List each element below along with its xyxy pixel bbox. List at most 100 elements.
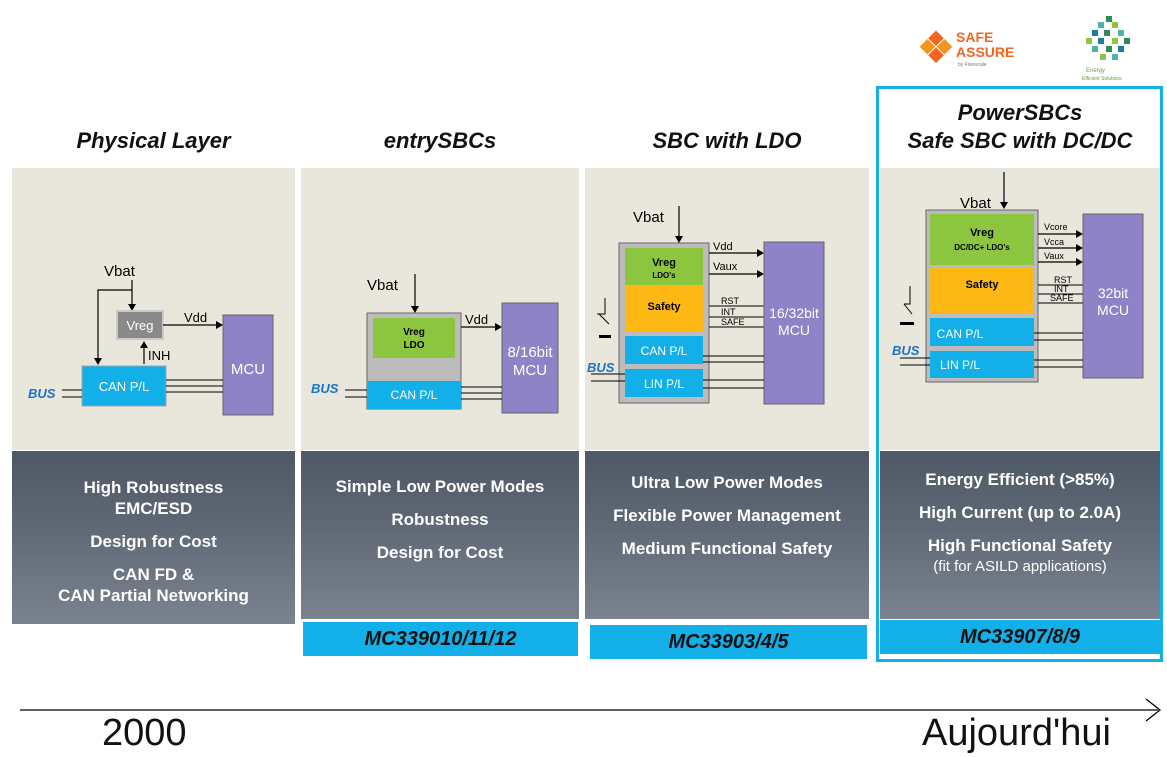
col3-int-label: INT xyxy=(721,307,736,317)
col1-title: Physical Layer xyxy=(76,128,231,153)
col3-safe-label: SAFE xyxy=(721,317,745,327)
col2-features: Simple Low Power Modes Robustness Design… xyxy=(301,451,579,619)
col1-vreg-label: Vreg xyxy=(127,318,154,333)
timeline-end-label: Aujourd'hui xyxy=(922,712,1111,754)
col3-part-number: MC33903/4/5 xyxy=(590,625,867,659)
col4-linpl-block xyxy=(930,351,1034,378)
col3-rst-label: RST xyxy=(721,296,740,306)
col3-mcu-label: MCU xyxy=(778,322,810,338)
col4-feature-1: Energy Efficient (>85%) xyxy=(925,470,1115,489)
col3-bus-label: BUS xyxy=(587,360,615,375)
col3-vdd-label: Vdd xyxy=(713,241,733,253)
col4-vreg-label: Vreg xyxy=(970,227,994,239)
col3-vreg-block xyxy=(625,248,703,285)
col4-vcore-label: Vcore xyxy=(1044,222,1068,232)
col3-feature-3: Medium Functional Safety xyxy=(621,539,833,558)
col1-feature-2: EMC/ESD xyxy=(114,499,193,518)
col4-linpl-label: LIN P/L xyxy=(940,358,980,372)
col1-inh-label: INH xyxy=(148,348,170,363)
col2-canpl-label: CAN P/L xyxy=(391,388,438,402)
col1-diagram: Vbat Vreg Vdd INH CAN P/L MCU BUS xyxy=(28,263,274,416)
col3-ldos-label: LDO's xyxy=(652,271,676,280)
col2-vbat-label: Vbat xyxy=(367,277,399,294)
col1-vdd-label: Vdd xyxy=(184,310,207,325)
col3-canpl-label: CAN P/L xyxy=(641,344,688,358)
col2-mcu-block xyxy=(501,302,559,414)
col1-canpl-label: CAN P/L xyxy=(99,379,150,394)
col4-vaux-label: Vaux xyxy=(1044,251,1064,261)
col4-subtitle: Safe SBC with DC/DC xyxy=(907,128,1133,153)
col3-mcu-bits: 16/32bit xyxy=(769,305,819,321)
col2-vdd-label: Vdd xyxy=(465,312,488,327)
col3-vreg-label: Vreg xyxy=(652,257,676,269)
col1-feature-1: High Robustness xyxy=(83,478,224,497)
col1-mcu-label: MCU xyxy=(231,361,265,378)
col3-features: Ultra Low Power Modes Flexible Power Man… xyxy=(585,451,869,619)
col4-part-number: MC33907/8/9 xyxy=(880,620,1160,654)
col3-safety-label: Safety xyxy=(647,301,681,313)
col4-features: Energy Efficient (>85%) High Current (up… xyxy=(880,451,1160,619)
col1-feature-3: Design for Cost xyxy=(90,532,217,551)
col4-feature-3: High Functional Safety xyxy=(927,536,1113,555)
col3-diagram: Vbat Vreg LDO's Safety CAN P/L LIN P/L V… xyxy=(587,206,825,405)
col4-feature-note: (fit for ASILD applications) xyxy=(933,558,1107,575)
col4-mcu-label: MCU xyxy=(1097,302,1129,318)
col1-vbat-label: Vbat xyxy=(104,263,136,280)
col2-feature-1: Simple Low Power Modes xyxy=(335,477,545,496)
col4-canpl-block xyxy=(930,318,1034,346)
col2-feature-3: Design for Cost xyxy=(376,543,504,562)
col4-int-label: INT xyxy=(1054,284,1069,294)
col4-mcu-block xyxy=(1082,213,1144,379)
col3-feature-1: Ultra Low Power Modes xyxy=(631,473,823,492)
col2-canpl-block xyxy=(367,381,461,409)
col1-mcu-block xyxy=(222,314,274,416)
energy-logo-text-1: Energy xyxy=(1086,68,1105,74)
col3-canpl-block xyxy=(625,336,703,364)
col1-feature-5: CAN Partial Networking xyxy=(58,586,249,605)
col4-diagram: Vbat Vreg DC/DC+ LDO's Safety CAN P/L LI… xyxy=(892,172,1144,383)
safe-assure-logo: SAFE ASSURE by Freescale xyxy=(916,20,1026,76)
col3-title: SBC with LDO xyxy=(652,128,802,153)
timeline-arrow xyxy=(20,698,1162,722)
col3-vbat-label: Vbat xyxy=(633,209,665,226)
col4-feature-2: High Current (up to 2.0A) xyxy=(918,503,1122,522)
col2-title: entrySBCs xyxy=(383,128,497,153)
col2-ldo-label: LDO xyxy=(403,340,424,351)
col3-linpl-block xyxy=(625,369,703,397)
safe-assure-text-2: ASSURE xyxy=(956,44,1014,60)
energy-efficient-logo: Energy Efficient Solutions xyxy=(1078,12,1142,86)
highlight-frame xyxy=(876,86,1163,662)
col4-dcdc-label: DC/DC+ LDO's xyxy=(954,243,1010,252)
col3-linpl-label: LIN P/L xyxy=(644,377,684,391)
col4-rst-label: RST xyxy=(1054,275,1073,285)
col3-feature-2: Flexible Power Management xyxy=(613,506,841,525)
col4-mcu-bits: 32bit xyxy=(1098,285,1128,301)
col1-features: High Robustness EMC/ESD Design for Cost … xyxy=(12,451,295,624)
col4-safe-label: SAFE xyxy=(1050,293,1074,303)
col3-vaux-label: Vaux xyxy=(713,261,738,273)
col2-vreg-block xyxy=(373,318,455,358)
safe-assure-tag: by Freescale xyxy=(958,62,987,68)
col4-safety-label: Safety xyxy=(965,279,999,291)
col4-canpl-label: CAN P/L xyxy=(937,327,984,341)
col3-safety-block xyxy=(625,286,703,332)
col4-vreg-block xyxy=(930,214,1034,265)
col1-feature-4: CAN FD & xyxy=(112,565,195,584)
col2-diagram: Vbat Vreg LDO CAN P/L Vdd 8/16bit MCU BU… xyxy=(311,274,559,414)
col4-safety-block xyxy=(930,267,1034,314)
energy-logo-text-2: Efficient Solutions xyxy=(1082,76,1122,82)
safe-assure-text-1: SAFE xyxy=(956,29,993,45)
col1-bus-label: BUS xyxy=(28,386,56,401)
timeline-start-label: 2000 xyxy=(102,712,187,754)
col4-bus-label: BUS xyxy=(892,343,920,358)
col2-mcu-bits: 8/16bit xyxy=(507,344,553,361)
col4-title: PowerSBCs xyxy=(957,100,1083,125)
col3-mcu-block xyxy=(763,241,825,405)
col4-vbat-label: Vbat xyxy=(960,195,992,212)
col2-mcu-label: MCU xyxy=(513,362,547,379)
col2-part-number: MC339010/11/12 xyxy=(303,622,578,656)
col2-bus-label: BUS xyxy=(311,381,339,396)
col2-vreg-label: Vreg xyxy=(403,327,425,338)
col2-feature-2: Robustness xyxy=(391,510,489,529)
col4-vcca-label: Vcca xyxy=(1044,237,1064,247)
